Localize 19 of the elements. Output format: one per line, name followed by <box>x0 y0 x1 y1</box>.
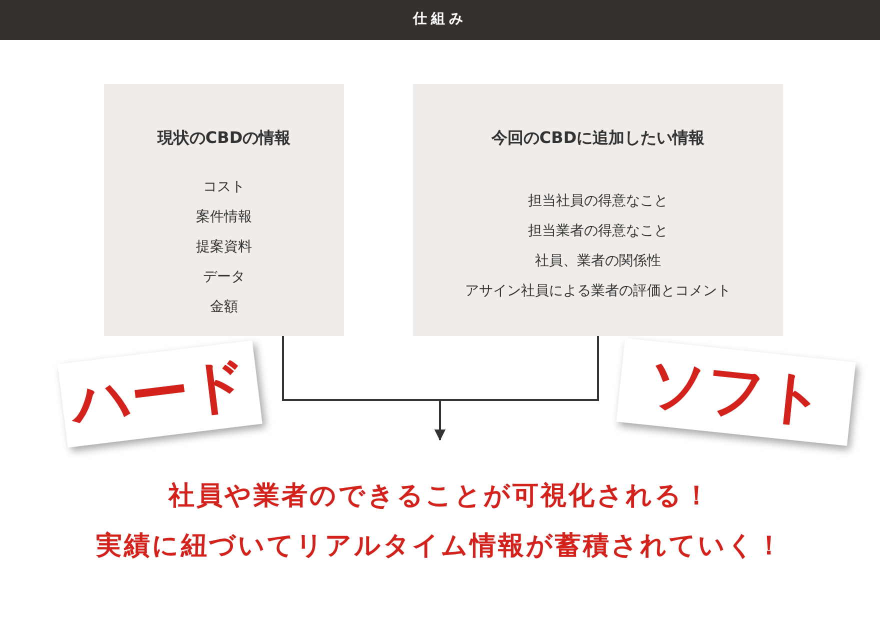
info-panel <box>413 84 783 336</box>
panel-heading: 現状のCBDの情報 <box>156 128 292 149</box>
info-panel <box>104 84 344 336</box>
list-item: 案件情報 <box>195 208 253 226</box>
list-item: 担当社員の得意なこと <box>527 192 669 210</box>
list-item: 社員、業者の関係性 <box>534 252 662 270</box>
list-item: 金額 <box>209 298 239 316</box>
panel-heading: 今回のCBDに追加したい情報 <box>490 128 706 149</box>
list-item: データ <box>202 268 246 286</box>
header-title: 仕組み <box>412 10 468 28</box>
connector-arrow <box>434 336 599 440</box>
label-card: ソフト <box>616 338 856 446</box>
label-card: ハード <box>58 340 262 448</box>
result-text: 社員や業者のできることが可視化される！ <box>167 480 712 513</box>
list-item: 担当業者の得意なこと <box>527 222 669 240</box>
result-text: 実績に紐づいてリアルタイム情報が蓄積されていく！ <box>95 530 785 563</box>
list-item: アサイン社員による業者の評価とコメント <box>464 282 732 300</box>
list-item: コスト <box>202 178 246 196</box>
list-item: 提案資料 <box>195 238 253 256</box>
